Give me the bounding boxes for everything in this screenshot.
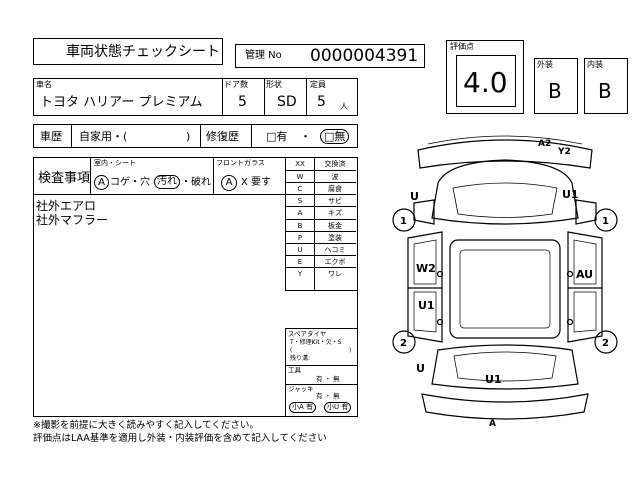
mgmt-no-label: 管理 No [245, 50, 282, 61]
repair-label: 修復歴 [206, 130, 239, 143]
diagram-label-y2: Y2 [557, 147, 571, 157]
spare-paren-open: ( [290, 347, 293, 354]
interior-dirty: 汚れ [154, 175, 180, 189]
car-name-label: 車名 [36, 80, 52, 89]
diagram-label-u1-left: U1 [418, 299, 435, 312]
diagram-label-w2: W2 [416, 262, 436, 275]
repair-no: □無 [320, 129, 350, 144]
code-key: Y [297, 269, 303, 278]
car-name: トヨタ ハリアー プレミアム [40, 95, 203, 110]
exterior-grade: B [548, 79, 562, 103]
code-val: 腐食 [328, 185, 342, 194]
interior-items: コゲ・穴 [110, 177, 150, 188]
code-key: U [297, 245, 303, 254]
history-close: ) [186, 130, 191, 143]
code-val: ワレ [328, 269, 342, 278]
code-val: サビ [328, 197, 342, 206]
capacity-label: 定員 [310, 80, 326, 89]
mgmt-no-value: 0000004391 [310, 46, 419, 66]
code-val: 波 [331, 173, 339, 182]
mgmt-no-box: 管理 No 0000004391 [235, 44, 425, 68]
code-val: エクボ [324, 257, 346, 266]
interior-grade: B [598, 79, 612, 103]
car-damage-diagram: A2 Y2 U U1 W2 AU U1 U U1 A 1 1 2 2 [392, 135, 618, 429]
code-key: W [296, 173, 304, 182]
shape-value: SD [277, 94, 297, 110]
jack-label: ジャッキ [288, 385, 314, 393]
code-key: P [297, 233, 303, 242]
code-val: ヘコミ [324, 245, 346, 254]
small-a-badge: 小A 有 [289, 402, 317, 413]
code-key: E [297, 257, 303, 266]
code-val: キズ [328, 209, 342, 218]
history-label: 車歴 [40, 130, 62, 143]
code-key: C [297, 185, 303, 194]
inspection-label: 検査事項 [38, 171, 91, 186]
wheel-fl-number: 1 [400, 216, 407, 227]
spare-paren-close: ) [349, 347, 352, 354]
tools-value: 有 ・ 無 [316, 375, 340, 383]
interior-seat-label: 室内・シート [94, 159, 136, 167]
glass-label: フロントガラス [216, 159, 265, 167]
spare-tire-label: スペアタイヤ [288, 330, 327, 338]
exterior-label: 外装 [537, 60, 553, 69]
diagram-label-u-front-left: U [410, 190, 419, 203]
inspection-area: 検査事項 室内・シート A コゲ・穴 汚れ ・破れ フロントガラス A X 要す… [33, 157, 358, 417]
doors-label: ドア数 [224, 80, 248, 89]
vehicle-row: 車名 トヨタ ハリアー プレミアム ドア数 5 形状 SD 定員 5 人 [33, 78, 358, 116]
code-val: 塗装 [328, 233, 342, 242]
interior-box: 内装 B [584, 58, 628, 114]
score-box: 評価点 4.0 [446, 40, 524, 114]
code-val: 板金 [328, 221, 342, 230]
diagram-label-u1-front-right: U1 [562, 188, 579, 201]
jack-value: 有 ・ 無 [316, 392, 340, 400]
capacity-value: 5 [317, 94, 326, 110]
code-key: S [297, 197, 303, 206]
title-box: 車両状態チェックシート [33, 38, 223, 65]
diagram-label-u-rear-left: U [416, 362, 425, 375]
code-head-val: 交換済 [324, 160, 346, 168]
wheel-rr-number: 2 [602, 338, 609, 349]
spare-section: スペアタイヤ T・修理Kit・欠・S ( ) 残り溝: 工具 有 ・ 無 ジャッ… [285, 328, 357, 416]
diagram-label-u1-rear: U1 [485, 373, 502, 386]
interior-broken: ・破れ [181, 177, 211, 188]
repair-yes: □有 [266, 130, 288, 143]
spare-tire-line: T・修理Kit・欠・S [290, 339, 342, 346]
interior-a-mark: A [94, 175, 109, 190]
glass-x: X 要す [241, 177, 272, 188]
footer-line-1: ※撮影を前提に大きく読みやすく記入してください。 [33, 420, 259, 431]
score-label: 評価点 [450, 42, 474, 51]
shape-label: 形状 [266, 80, 282, 89]
note-line-1: 社外エアロ [36, 199, 97, 213]
note-line-2: 社外マフラー [36, 213, 109, 227]
small-u-badge: 小U 有 [324, 402, 352, 413]
score-value: 4.0 [463, 66, 508, 99]
footer-line-2: 評価点はLAA基準を適用し外装・内装評価を含めて記入してください [33, 433, 327, 444]
glass-a-mark: A [221, 175, 237, 191]
code-key: A [297, 209, 303, 218]
repair-dot: ・ [300, 130, 311, 143]
doors-value: 5 [238, 94, 247, 110]
exterior-box: 外装 B [534, 58, 578, 114]
diagram-label-au: AU [576, 268, 593, 281]
diagram-label-a2: A2 [538, 139, 551, 149]
score-inner-box: 4.0 [456, 55, 516, 107]
wheel-rl-number: 2 [400, 338, 407, 349]
wheel-fr-number: 1 [602, 216, 609, 227]
capacity-unit: 人 [340, 102, 348, 111]
interior-label: 内装 [587, 60, 603, 69]
history-row: 車歴 自家用・( ) 修復歴 □有 ・ □無 [33, 124, 358, 148]
code-head-key: XX [295, 160, 305, 168]
sheet-title: 車両状態チェックシート [66, 44, 220, 60]
tools-label: 工具 [288, 366, 301, 374]
diagram-label-a-bumper: A [489, 419, 496, 429]
history-value: 自家用・( [79, 130, 128, 143]
spare-remain: 残り溝: [290, 355, 311, 362]
code-key: B [297, 221, 303, 230]
